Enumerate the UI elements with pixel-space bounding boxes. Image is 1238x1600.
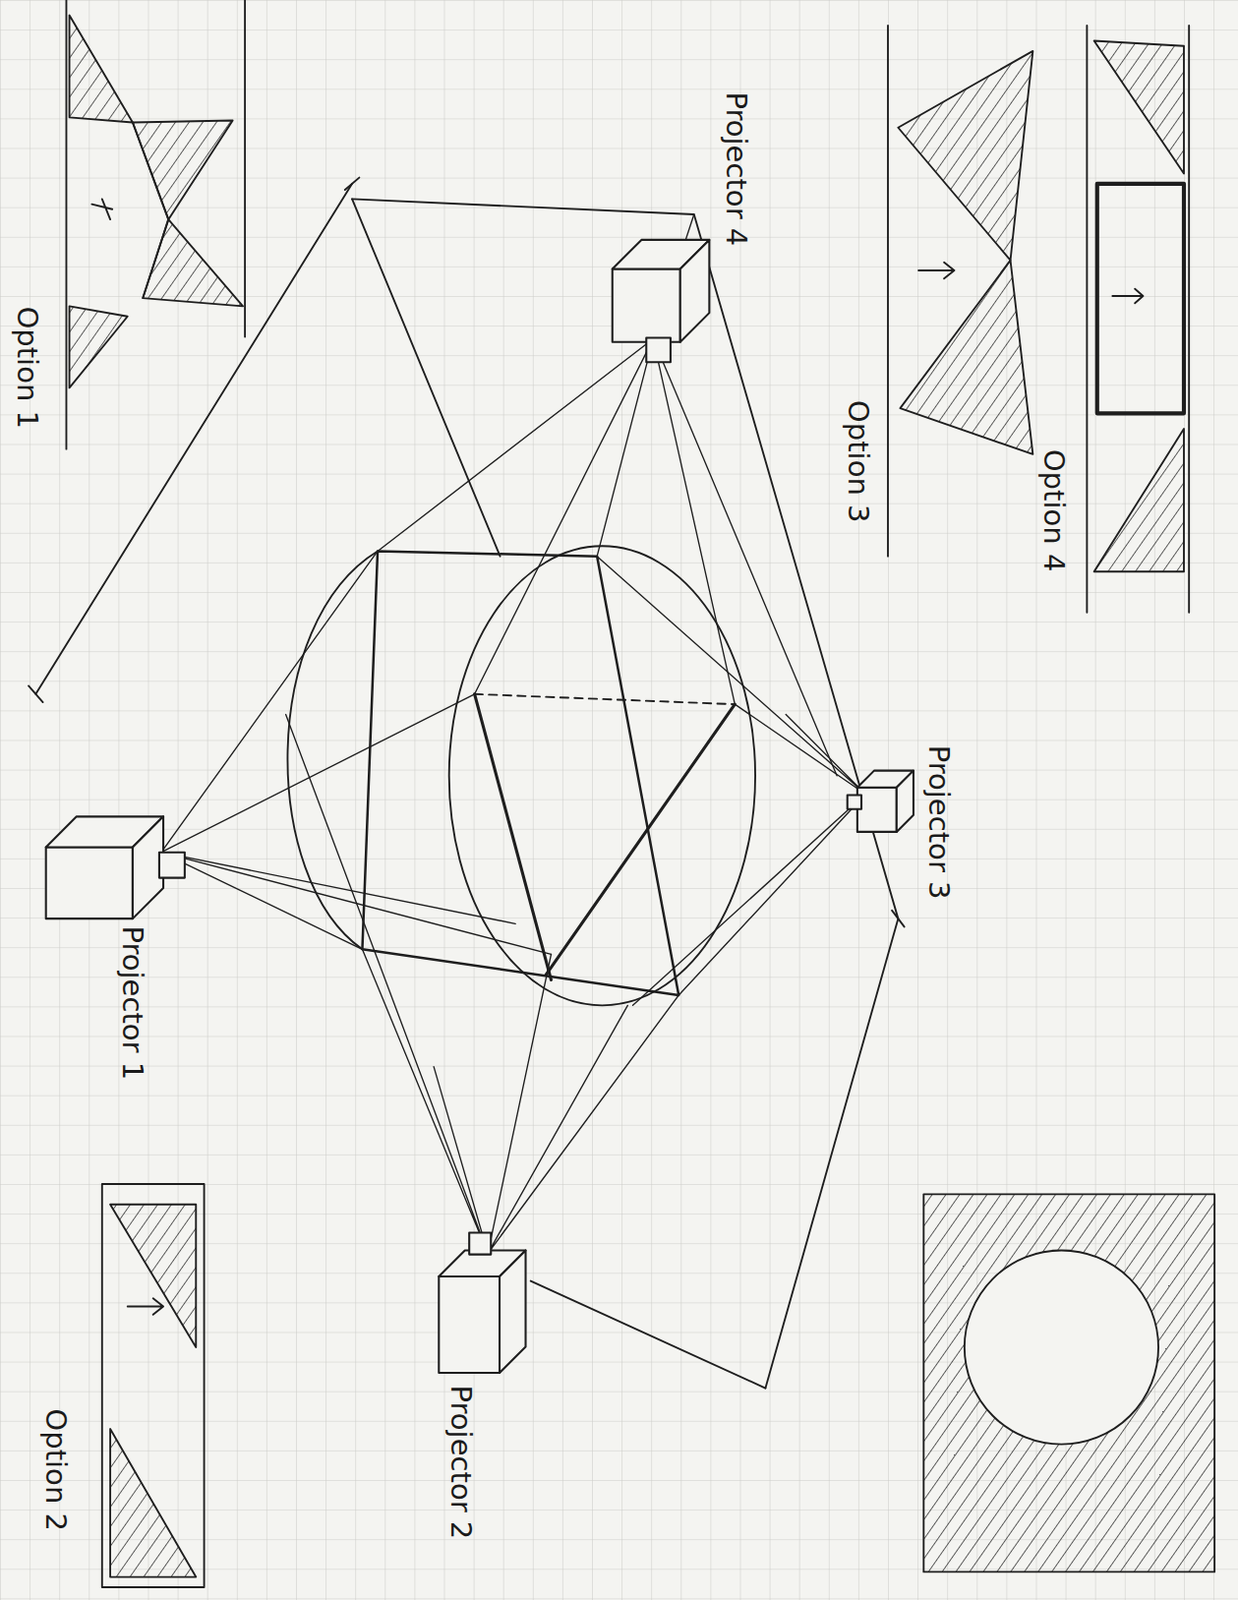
option-label: Option 3 — [842, 400, 872, 524]
option-4-sketch — [1086, 25, 1189, 613]
option-3-sketch — [887, 25, 1033, 557]
projection-frame — [28, 177, 905, 1389]
projector-label: Projector 2 — [446, 1384, 475, 1539]
light-rays — [161, 214, 866, 1254]
projector: Projector 3 — [852, 734, 957, 903]
option-2-sketch — [102, 1183, 205, 1588]
option-label: Option 2 — [41, 1408, 70, 1532]
projector-label: Projector 3 — [923, 745, 952, 900]
projector-label: Projector 4 — [721, 91, 751, 246]
option-label: Option 4 — [1039, 449, 1068, 573]
projector: Projector 4 — [607, 86, 755, 362]
option-1-sketch — [65, 0, 245, 450]
projector-icon — [41, 811, 184, 1084]
projector: Projector 2 — [387, 1244, 546, 1543]
projector: Projector 1 — [41, 811, 184, 1084]
projector-label: Projector 1 — [117, 925, 146, 1080]
option-label: Option 1 — [11, 305, 41, 429]
screen-mask-sketch — [923, 1193, 1215, 1572]
dome-screen — [287, 545, 756, 1005]
